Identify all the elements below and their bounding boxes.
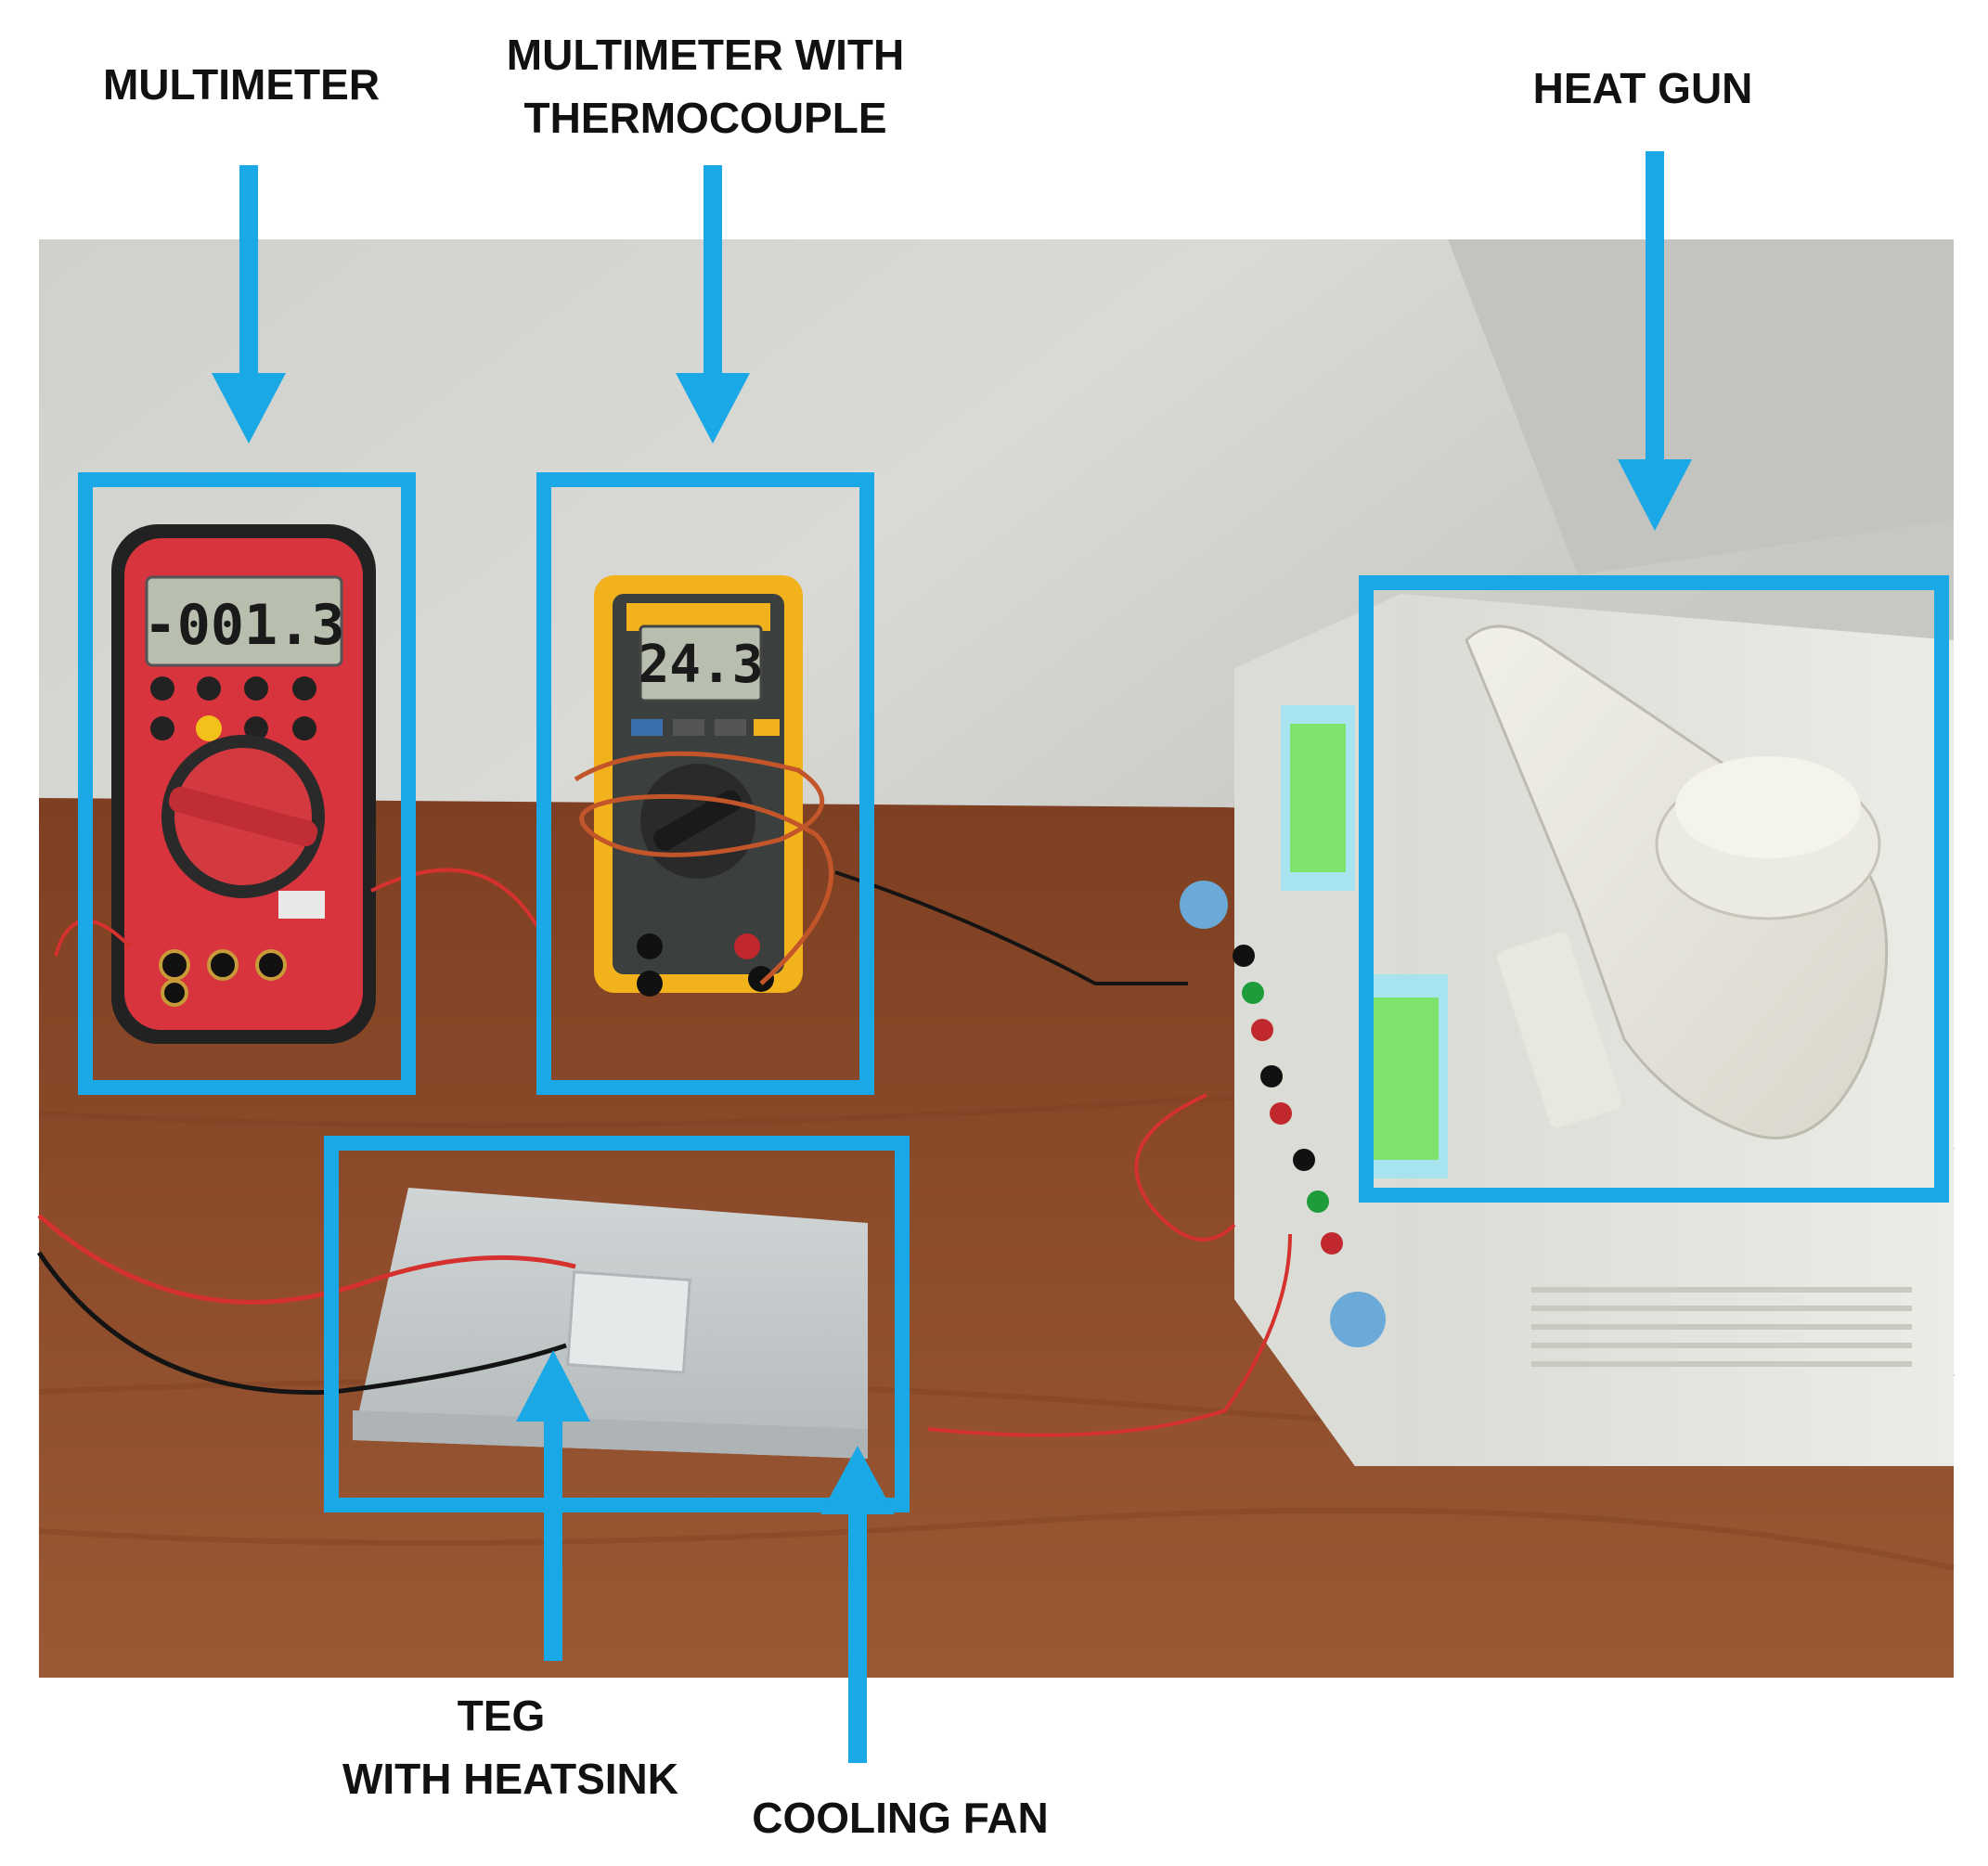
thermocouple-wire xyxy=(574,751,834,985)
red-multimeter-reading: -001.3 xyxy=(144,593,345,658)
wall-shadow xyxy=(1448,239,1954,575)
heat-gun xyxy=(1465,624,1889,1139)
arrow-multimeter-thermocouple xyxy=(676,165,750,444)
label-multimeter-thermocouple-line2: THERMOCOUPLE xyxy=(523,94,887,142)
arrow-teg xyxy=(516,1350,590,1661)
label-cooling-fan: COOLING FAN xyxy=(752,1794,1049,1842)
arrow-heat-gun xyxy=(1618,151,1692,531)
box-multimeter-thermocouple xyxy=(536,472,874,1095)
box-heat-gun xyxy=(1359,575,1949,1203)
teg-black-wire xyxy=(36,1251,567,1396)
label-multimeter-thermocouple-line1: MULTIMETER WITH xyxy=(506,31,905,79)
red-multimeter: -001.3 xyxy=(111,524,376,1044)
box-teg-heatsink xyxy=(324,1136,910,1512)
teg-heatsink xyxy=(36,1188,868,1459)
label-teg-line2: WITH HEATSINK xyxy=(342,1755,678,1803)
arrow-cooling-fan xyxy=(820,1446,895,1763)
teg-red-wire xyxy=(37,1214,576,1305)
box-multimeter xyxy=(78,472,416,1095)
label-teg-line1: TEG xyxy=(457,1692,546,1740)
yellow-multimeter: 24.3 xyxy=(574,575,834,997)
label-multimeter: MULTIMETER xyxy=(102,60,381,109)
label-heat-gun: HEAT GUN xyxy=(1532,64,1753,112)
arrow-multimeter xyxy=(212,165,286,444)
yellow-multimeter-reading: 24.3 xyxy=(639,635,764,695)
